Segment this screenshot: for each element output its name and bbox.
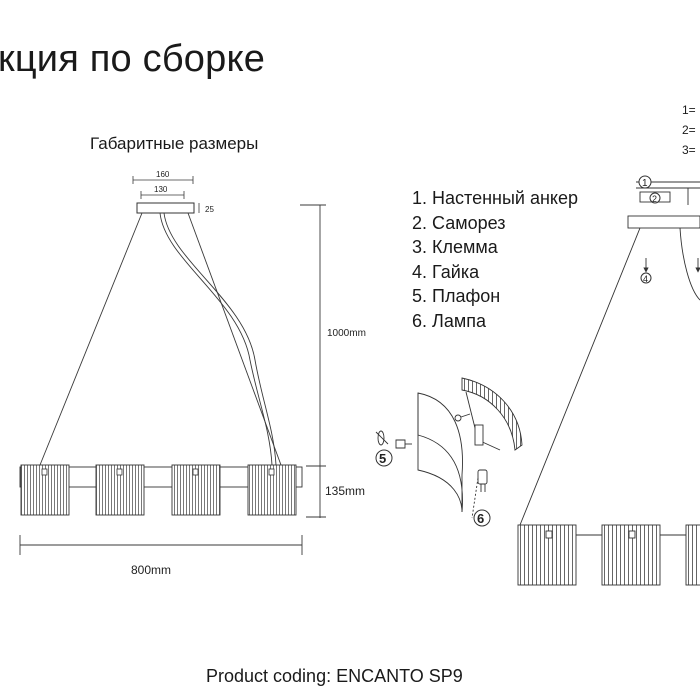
callout-2-label: 2 [652,194,657,204]
dim-total-width: 800mm [131,563,171,577]
page-title: кция по сборке [0,38,266,80]
dimensions-heading: Габаритные размеры [90,134,259,153]
legend-right: 1= 2= 3= [682,100,696,160]
legend-entry: 2= [682,123,696,137]
exploded-shade-assembly [375,377,523,519]
callout-4-label: 4 [643,274,648,284]
callout-5-label: 5 [379,451,386,466]
callout-1: 1 [638,175,652,189]
callout-6: 6 [473,509,491,527]
callout-6-label: 6 [477,511,484,526]
callout-4: 4 [640,272,652,284]
dim-suspension-height: 1000mm [327,328,366,339]
parts-list-item: 3. Клемма [412,237,498,257]
legend-entry: 1= [682,103,696,117]
dim-canopy-height: 25 [205,205,214,214]
legend-entry: 3= [682,143,696,157]
dim-canopy-outer: 160 [156,170,170,179]
shade-bracket [461,377,523,451]
callout-1-label: 1 [642,178,648,189]
parts-list-item: 5. Плафон [412,286,501,306]
mounting-drawing [517,181,700,586]
parts-list-item: 1. Настенный анкер [412,188,578,208]
lamp-bar [19,466,303,488]
dim-shade-height: 135mm [325,484,365,498]
shade [685,524,700,586]
parts-list-item: 2. Саморез [412,212,506,233]
parts-list-item: 4. Гайка [412,261,480,282]
parts-list-item: 6. Лампа [412,310,486,331]
dim-canopy-inner: 130 [154,185,168,194]
parts-list: 1. Настенный анкер 2. Саморез 3. Клемма … [412,186,578,333]
callout-2: 2 [649,192,661,204]
curved-shade [417,392,463,513]
callout-5: 5 [375,449,393,467]
dimensions-drawing [19,176,326,555]
product-coding: Product coding: ENCANTO SP9 [206,666,463,686]
canopy [136,202,195,214]
